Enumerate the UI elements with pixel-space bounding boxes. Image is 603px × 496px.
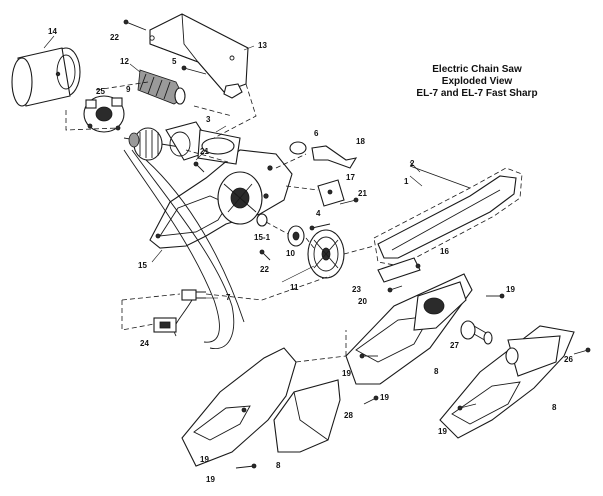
label-28: 28 xyxy=(344,411,353,420)
part-5-screw xyxy=(181,65,207,75)
label-3: 3 xyxy=(206,115,211,124)
part-17-plate xyxy=(317,179,345,207)
label-5: 5 xyxy=(172,57,177,66)
label-16: 16 xyxy=(440,247,449,256)
label-22-top: 22 xyxy=(110,33,119,42)
label-4: 4 xyxy=(316,209,321,218)
part-6-knob xyxy=(289,141,307,155)
label-18: 18 xyxy=(356,137,365,146)
label-7: 7 xyxy=(226,293,231,302)
label-8-center: 8 xyxy=(434,367,439,376)
part-7-cord xyxy=(123,149,245,350)
part-13-top-cover xyxy=(149,13,249,99)
label-12: 12 xyxy=(120,57,129,66)
leader-lines xyxy=(43,35,423,299)
label-19-a: 19 xyxy=(506,285,515,294)
label-2: 2 xyxy=(410,159,415,168)
part-11-clutch-drum xyxy=(307,229,345,279)
label-6: 6 xyxy=(314,129,319,138)
part-14-motor-can xyxy=(11,47,81,107)
part-26-screw xyxy=(573,347,591,355)
part-21-screw-left xyxy=(193,161,205,173)
part-2-chain xyxy=(409,165,471,189)
label-15: 15 xyxy=(138,261,147,270)
label-21-left: 21 xyxy=(200,147,209,156)
part-15-1-washer xyxy=(256,213,268,227)
label-19-d: 19 xyxy=(380,393,389,402)
part-19-screw-d xyxy=(363,395,379,405)
part-19-screw-c xyxy=(457,403,477,411)
label-21-right: 21 xyxy=(358,189,367,198)
part-20-screw xyxy=(387,285,403,293)
part-12-grip xyxy=(137,69,186,105)
diagram-title-line1: Electric Chain Saw xyxy=(432,64,522,75)
label-17: 17 xyxy=(346,173,355,182)
label-19-c: 19 xyxy=(438,427,447,436)
label-15-1: 15-1 xyxy=(254,233,271,242)
assembly-lines xyxy=(65,81,375,363)
part-21-screw-right xyxy=(339,197,359,205)
label-25: 25 xyxy=(96,87,105,96)
label-20: 20 xyxy=(358,297,367,306)
part-9-brush-holder xyxy=(83,95,125,133)
part-labels: 14 22 13 12 5 25 9 3 21 6 18 2 1 17 21 4… xyxy=(48,27,573,484)
part-4-bolt xyxy=(309,223,331,231)
label-22-bottom: 22 xyxy=(260,265,269,274)
part-22-screw-top xyxy=(123,19,147,31)
part-27-fitting xyxy=(460,320,493,345)
label-13: 13 xyxy=(258,41,267,50)
part-18-lever xyxy=(311,145,358,169)
label-11: 11 xyxy=(290,283,299,292)
part-19-screw-a xyxy=(486,293,505,299)
part-19-screw-e xyxy=(235,463,257,469)
label-27: 27 xyxy=(450,341,459,350)
label-19-b: 19 xyxy=(342,369,351,378)
label-14: 14 xyxy=(48,27,57,36)
part-1-guide-bar xyxy=(373,167,523,267)
part-10-sprocket xyxy=(287,225,305,247)
part-16-adjuster xyxy=(377,257,421,283)
diagram-title-line2: Exploded View xyxy=(441,76,513,87)
part-19-screw-b xyxy=(359,353,378,359)
part-15-main-housing xyxy=(149,129,293,249)
label-19-bottom: 19 xyxy=(206,475,215,484)
diagram-title-line3: EL-7 and EL-7 Fast Sharp xyxy=(416,88,538,99)
part-8-side-cover-right xyxy=(439,325,575,439)
label-19-e: 19 xyxy=(200,455,209,464)
label-1: 1 xyxy=(404,177,409,186)
label-8-right: 8 xyxy=(552,403,557,412)
label-8-bottom: 8 xyxy=(276,461,281,470)
label-24: 24 xyxy=(140,339,149,348)
part-28-end-cap xyxy=(273,379,341,453)
part-8-side-cover-bottom xyxy=(181,347,297,467)
label-26: 26 xyxy=(564,355,573,364)
part-22-screw-bottom xyxy=(259,249,271,261)
label-10: 10 xyxy=(286,249,295,258)
label-23: 23 xyxy=(352,285,361,294)
label-9: 9 xyxy=(126,85,131,94)
part-8-side-cover-center xyxy=(345,273,473,385)
